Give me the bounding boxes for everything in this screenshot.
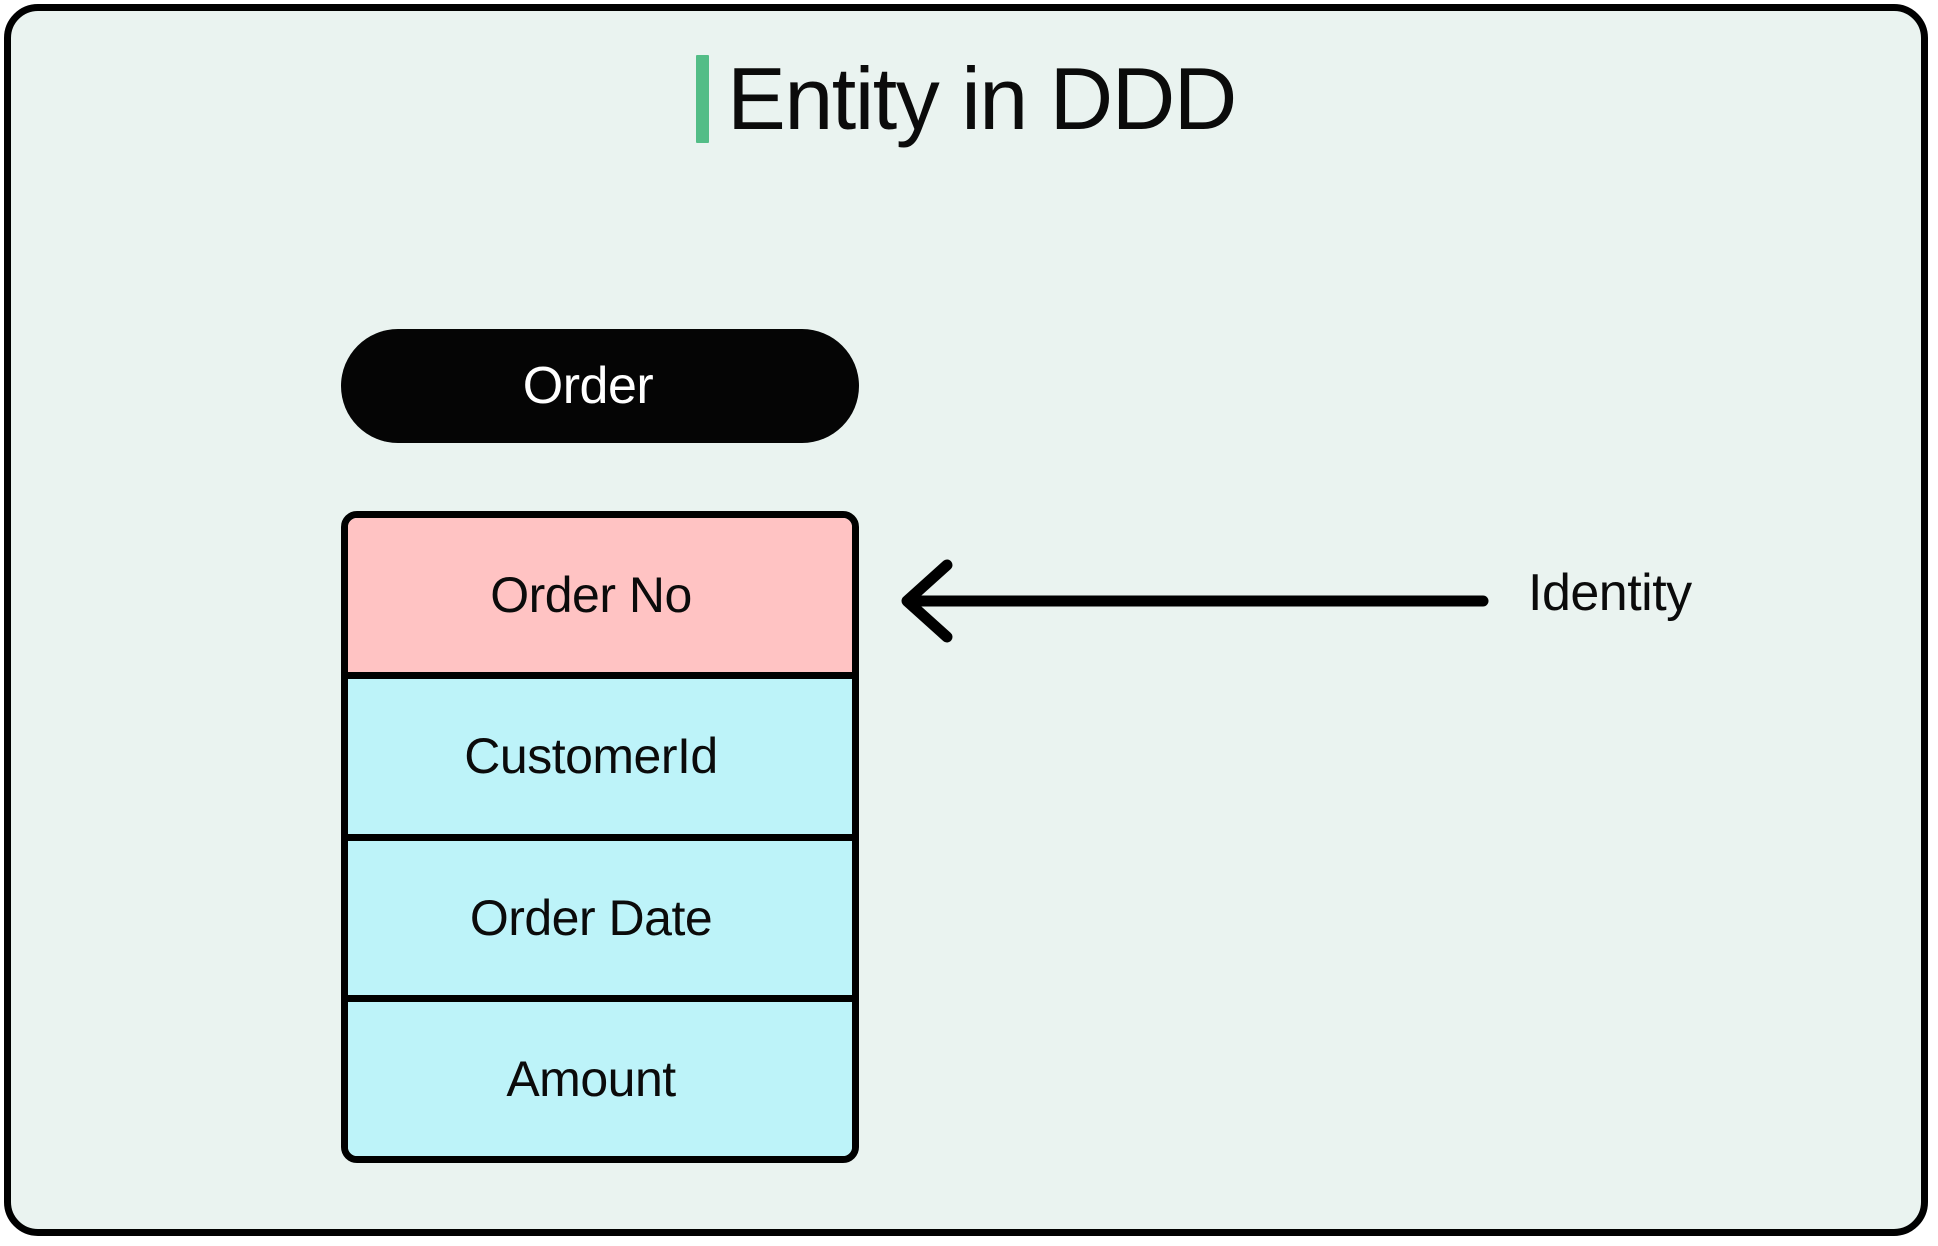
table-row: Amount bbox=[348, 1001, 852, 1156]
entity-name-label: Order bbox=[522, 357, 654, 415]
entity-attribute-table: Order No CustomerId Order Date Amount bbox=[341, 511, 859, 1163]
table-row: CustomerId bbox=[348, 679, 852, 841]
table-row: Order Date bbox=[348, 840, 852, 1002]
attribute-label: CustomerId bbox=[464, 728, 718, 785]
attribute-label: Order No bbox=[490, 567, 692, 624]
identity-annotation: Identity bbox=[891, 551, 1692, 661]
entity-name-pill: Order bbox=[341, 329, 859, 443]
attribute-label: Amount bbox=[506, 1050, 676, 1107]
left-arrow-icon bbox=[901, 559, 1489, 643]
page-title-text: Entity in DDD bbox=[727, 49, 1237, 148]
identity-annotation-label: Identity bbox=[1528, 564, 1692, 622]
page-title: Entity in DDD bbox=[11, 55, 1921, 143]
title-accent-bar bbox=[696, 55, 710, 143]
diagram-frame: Entity in DDD Order Order No CustomerId … bbox=[4, 4, 1928, 1236]
attribute-label: Order Date bbox=[469, 889, 713, 946]
table-row: Order No bbox=[348, 518, 852, 680]
